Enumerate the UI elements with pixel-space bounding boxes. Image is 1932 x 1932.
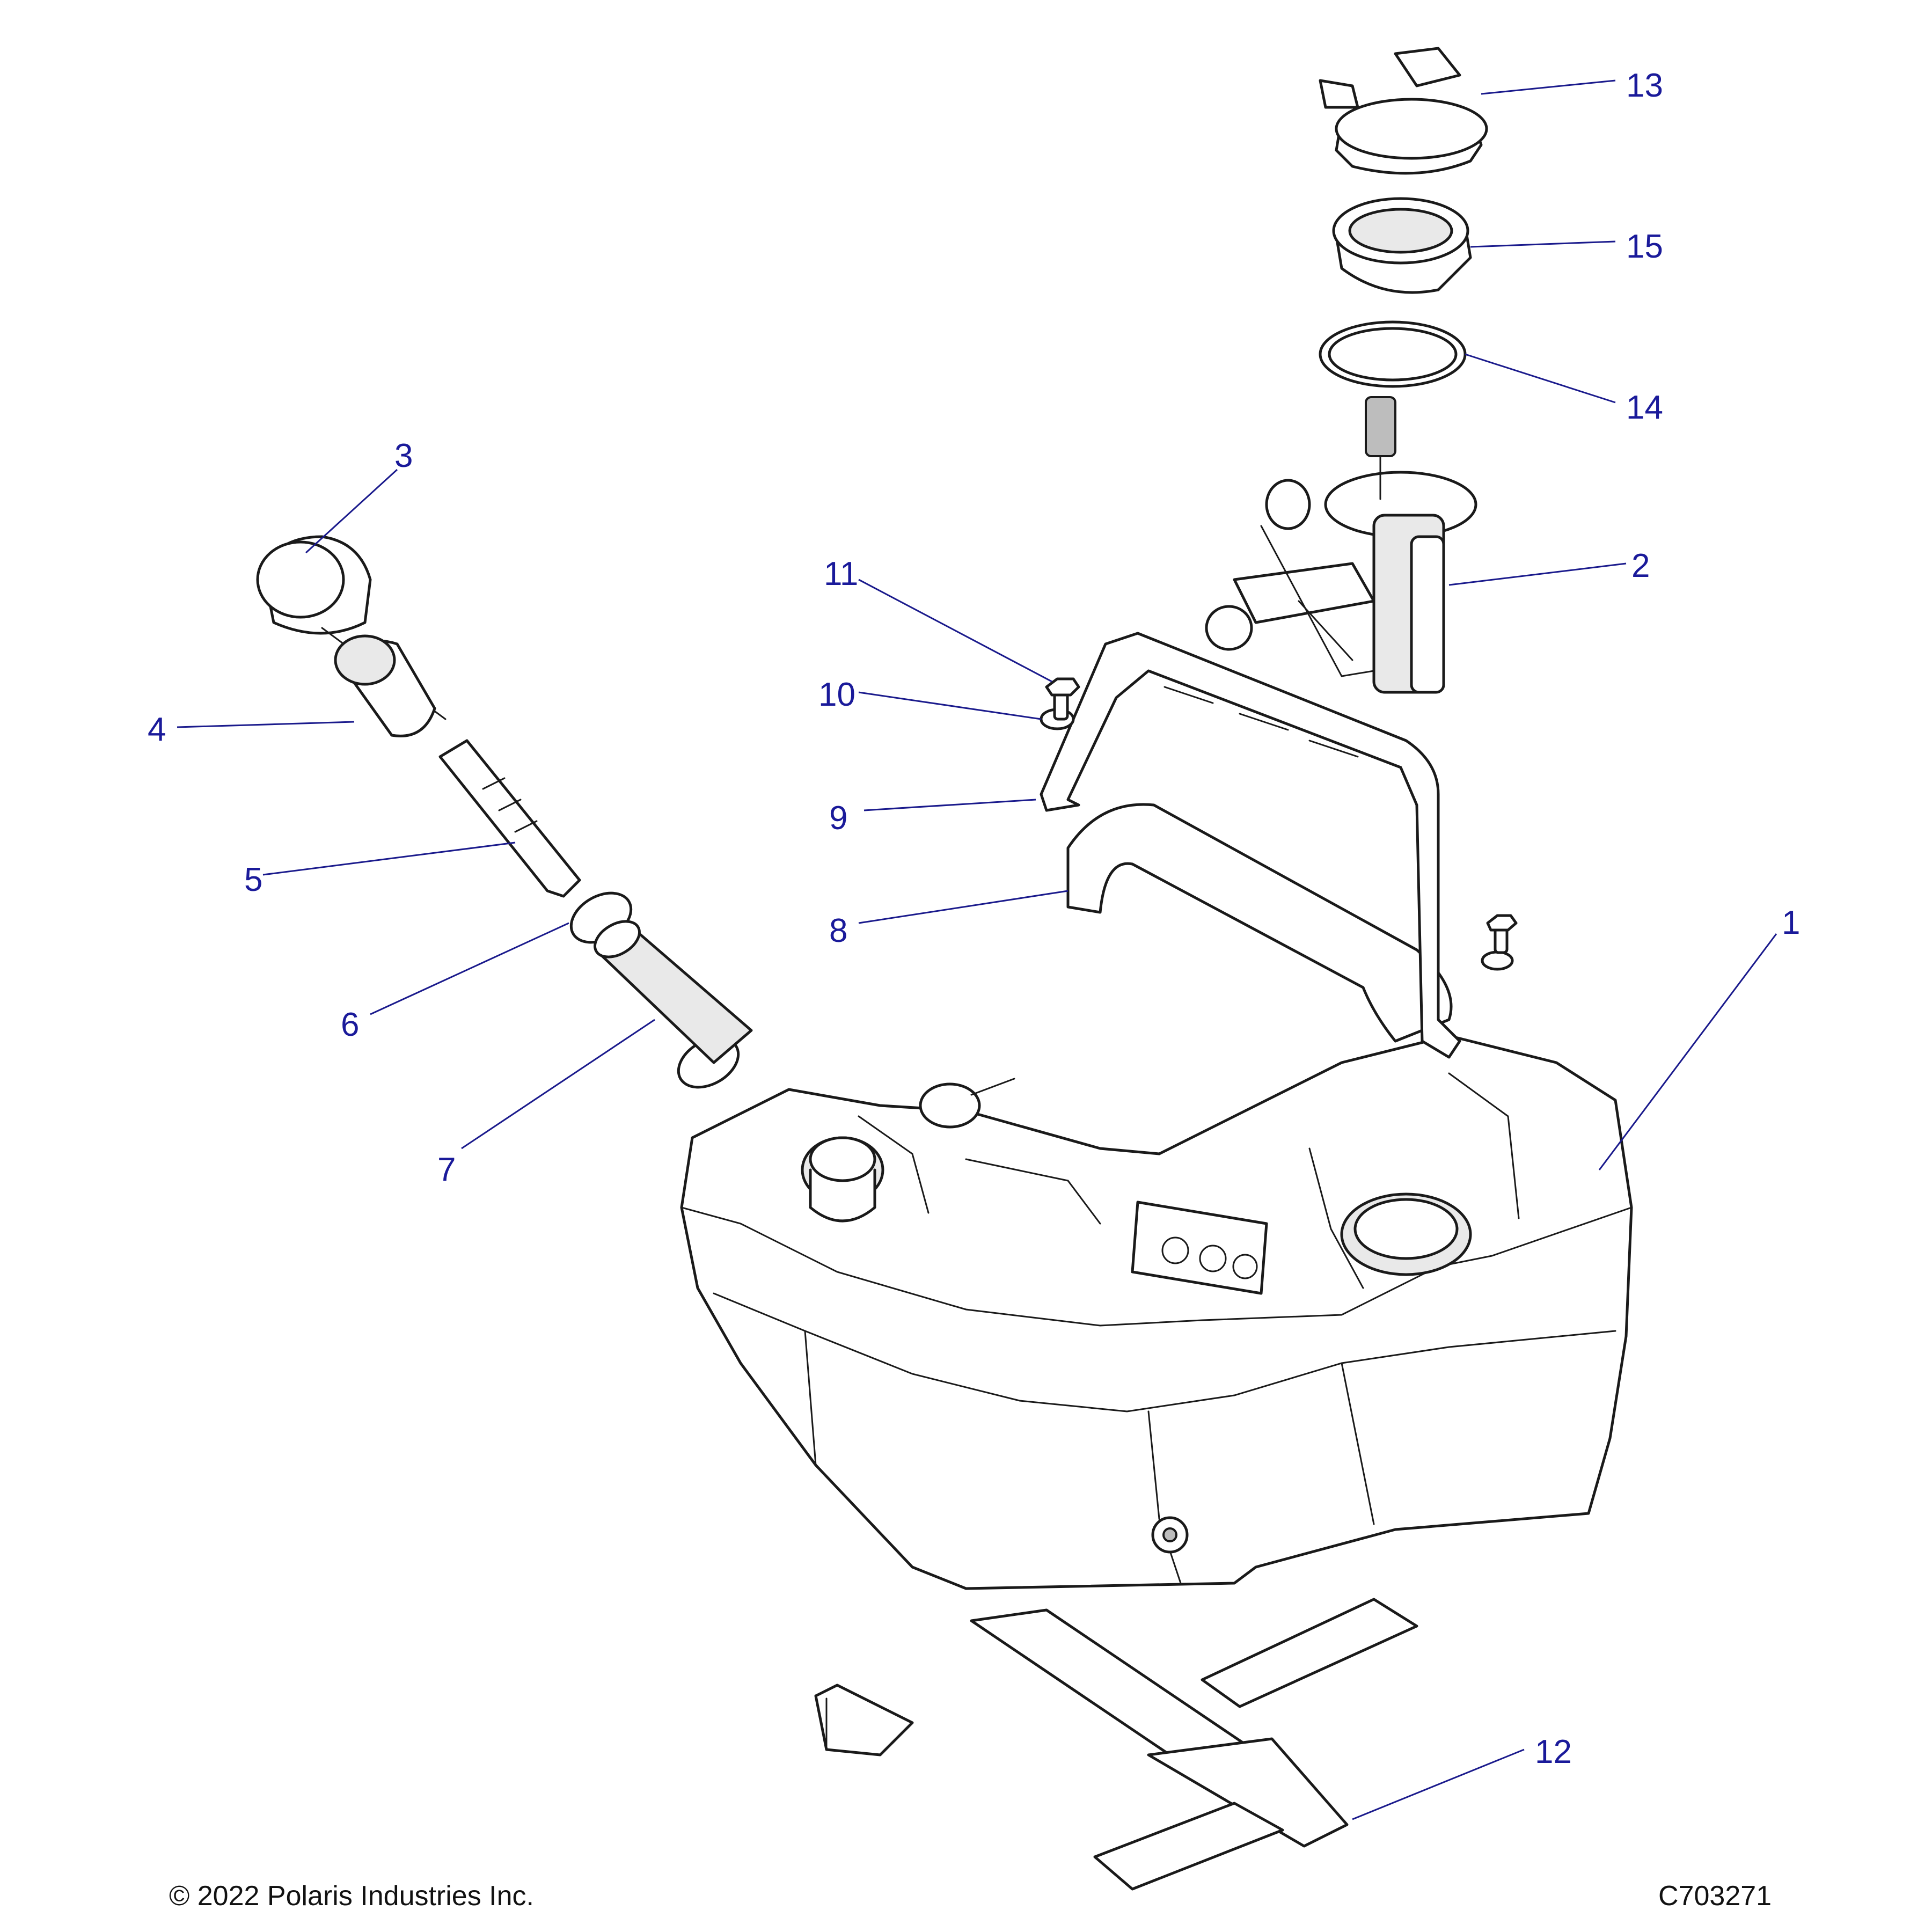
callout-15: 15 [1626, 228, 1663, 265]
callout-10: 10 [818, 676, 855, 713]
callout-9: 9 [829, 800, 847, 837]
insulator-pads [814, 1598, 1418, 1891]
callout-6: 6 [341, 1006, 359, 1043]
fuel-cap [256, 535, 447, 720]
callout-1: 1 [1782, 904, 1800, 941]
fuel-hose [594, 920, 753, 1064]
mounting-bolt [1045, 677, 1518, 954]
leader-lines [177, 79, 1777, 1820]
seal-ring [1319, 320, 1467, 388]
callout-5: 5 [244, 861, 262, 898]
callouts: 1 2 3 4 5 6 7 8 9 10 11 12 13 14 15 [148, 67, 1800, 1770]
retainer-strap [1066, 803, 1453, 1043]
callout-4: 4 [148, 711, 166, 748]
callout-14: 14 [1626, 389, 1663, 426]
callout-12: 12 [1535, 1733, 1572, 1770]
callout-7: 7 [437, 1151, 456, 1188]
lock-ring [1332, 197, 1472, 294]
tank-bracket [1040, 632, 1461, 1059]
callout-3: 3 [394, 437, 413, 474]
drawing-number: C703271 [1658, 1880, 1772, 1912]
pump-cover [1319, 47, 1488, 175]
copyright-notice: © 2022 Polaris Industries Inc. [169, 1880, 534, 1912]
filler-neck-adapter [334, 634, 436, 737]
callout-13: 13 [1626, 67, 1663, 104]
callout-8: 8 [829, 912, 847, 949]
callout-11: 11 [824, 555, 858, 592]
fuel-tank [680, 1034, 1633, 1590]
callout-2: 2 [1631, 547, 1650, 584]
fuel-pump-assembly [1205, 396, 1477, 694]
filler-tube [438, 739, 581, 898]
